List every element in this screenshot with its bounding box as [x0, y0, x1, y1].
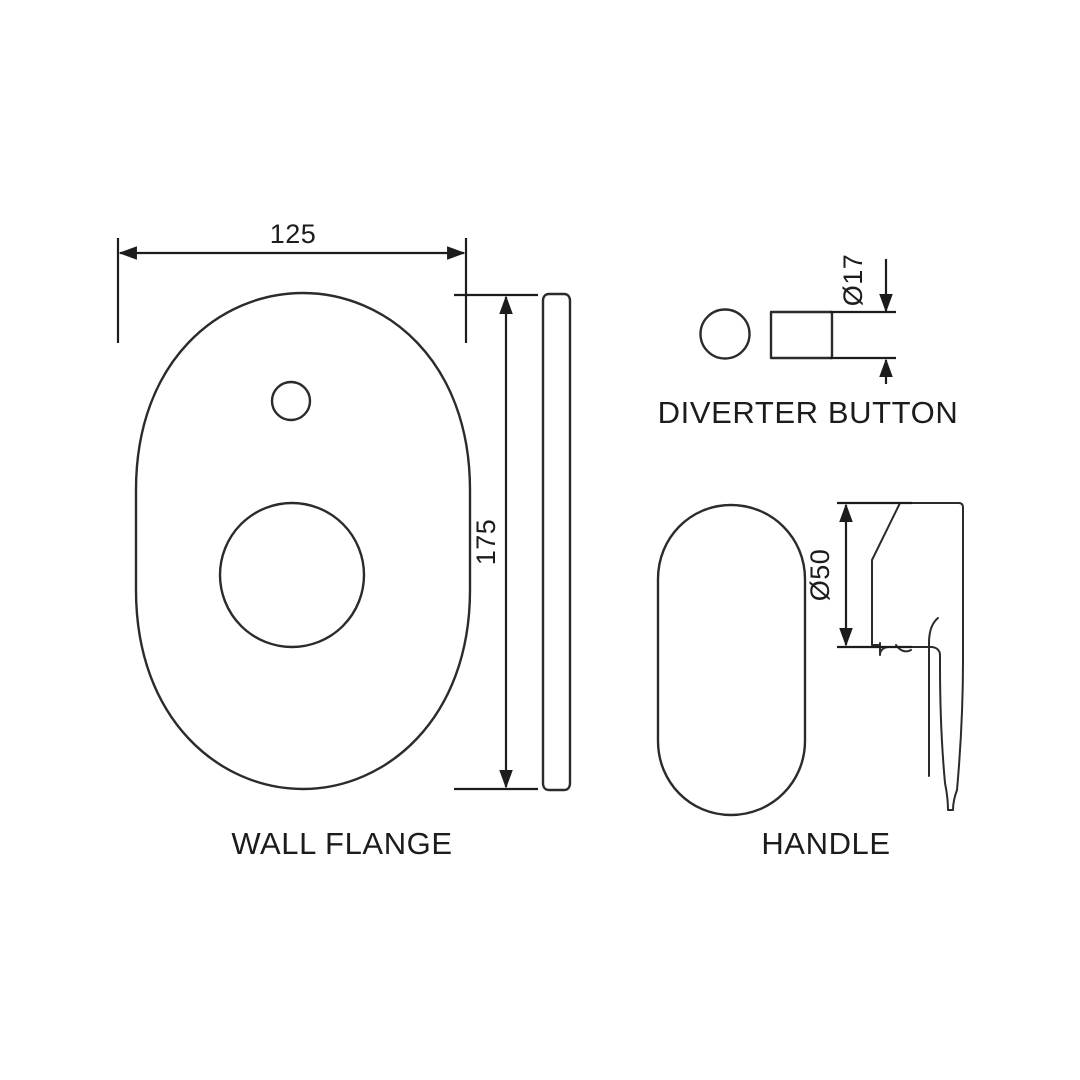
diverter-button-front-view: [699, 308, 751, 360]
wall-flange-handle-hole: [218, 501, 366, 649]
dimension-diameter-17: Ø17: [830, 254, 896, 384]
dimension-label-125: 125: [270, 219, 317, 249]
diverter-button-label: DIVERTER BUTTON: [658, 395, 959, 430]
handle-front-view: [656, 503, 807, 817]
handle-label: HANDLE: [761, 826, 890, 861]
handle-side-profile: [871, 502, 964, 811]
wall-flange-outline: [134, 291, 472, 791]
dimension-height-175: 175: [454, 293, 538, 791]
dimension-width-125: 125: [116, 219, 468, 343]
dimension-label-175: 175: [471, 519, 501, 566]
wall-flange-front-view: [134, 291, 472, 791]
wall-flange-diverter-hole: [270, 380, 312, 422]
diverter-button-views: [699, 308, 834, 360]
wall-flange-label: WALL FLANGE: [231, 826, 452, 861]
handle-front-outline: [656, 503, 807, 817]
dimension-label-d17: Ø17: [838, 254, 868, 307]
diverter-button-side-view: [769, 310, 834, 360]
handle-inner-fillet: [928, 617, 939, 777]
dimension-label-d50: Ø50: [805, 549, 835, 602]
handle-side-view: [871, 502, 964, 811]
dimension-diameter-50: Ø50: [805, 501, 912, 649]
wall-flange-side-view: [541, 292, 572, 792]
wall-flange-side-profile: [541, 292, 572, 792]
